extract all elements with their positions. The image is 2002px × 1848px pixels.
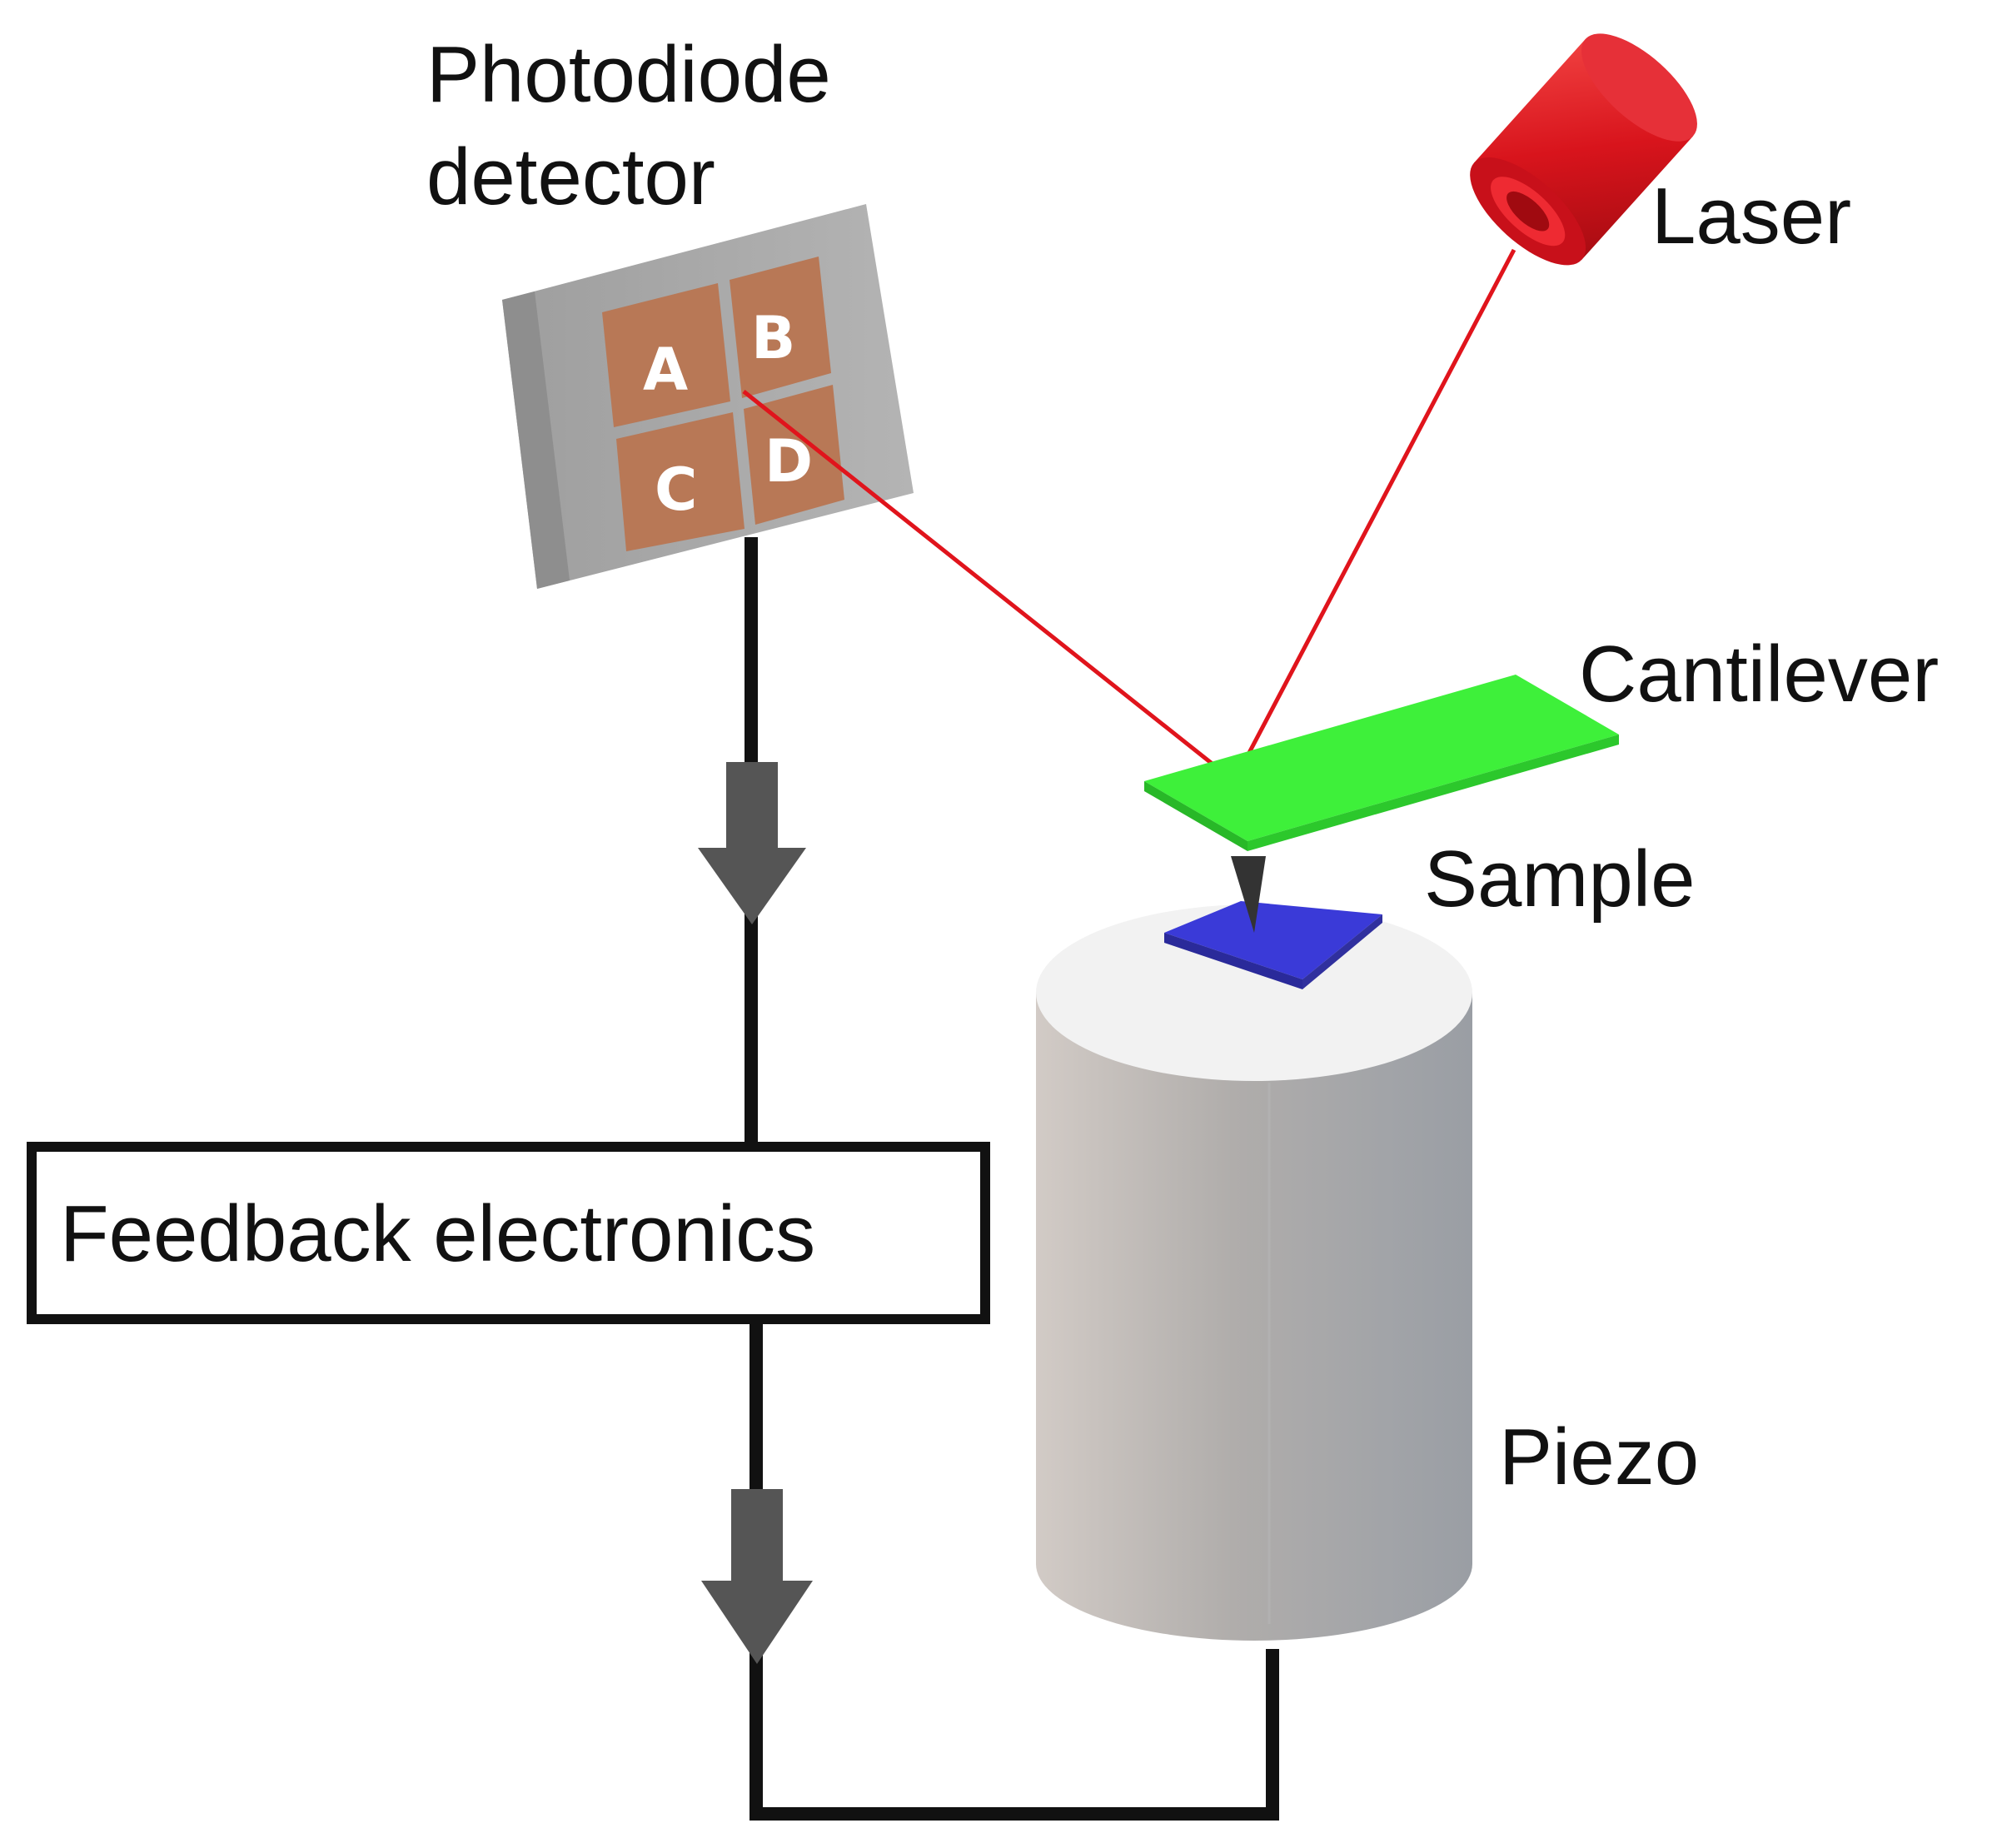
quadrant-a	[602, 283, 730, 427]
laser-source	[1470, 33, 1697, 266]
incident-beam	[1232, 248, 1516, 783]
quadrant-d-label: D	[764, 427, 813, 496]
quadrant-d	[744, 385, 844, 525]
laser-label: Laser	[1651, 172, 1851, 261]
quadrant-c-label: C	[655, 456, 697, 524]
down-arrow-upper	[698, 762, 806, 924]
tip	[1231, 856, 1266, 933]
quadrant-b-label: B	[751, 304, 795, 372]
piezo-label: Piezo	[1499, 1412, 1699, 1502]
quadrant-a-label: A	[643, 336, 688, 404]
cantilever-label: Cantilever	[1579, 630, 1939, 719]
cantilever	[1144, 675, 1619, 933]
feedback-electronics-label: Feedback electronics	[60, 1189, 815, 1278]
photodiode-label-line2: detector	[426, 132, 715, 222]
quadrant-c	[616, 412, 745, 551]
laser-beams	[742, 248, 1516, 783]
down-arrow-lower	[701, 1489, 813, 1664]
piezo-cylinder	[1036, 904, 1472, 1641]
piezo-top	[1036, 904, 1472, 1081]
detector-plate-edge	[502, 291, 570, 589]
sample-label: Sample	[1424, 834, 1696, 924]
sample	[1164, 901, 1382, 989]
photodiode-label-line1: Photodiode	[426, 30, 831, 119]
photodiode-detector: A B C D	[502, 204, 914, 589]
reflected-beam	[742, 390, 1236, 783]
feedback-electronics-box: Feedback electronics	[27, 1142, 990, 1324]
quadrant-b	[730, 257, 831, 398]
